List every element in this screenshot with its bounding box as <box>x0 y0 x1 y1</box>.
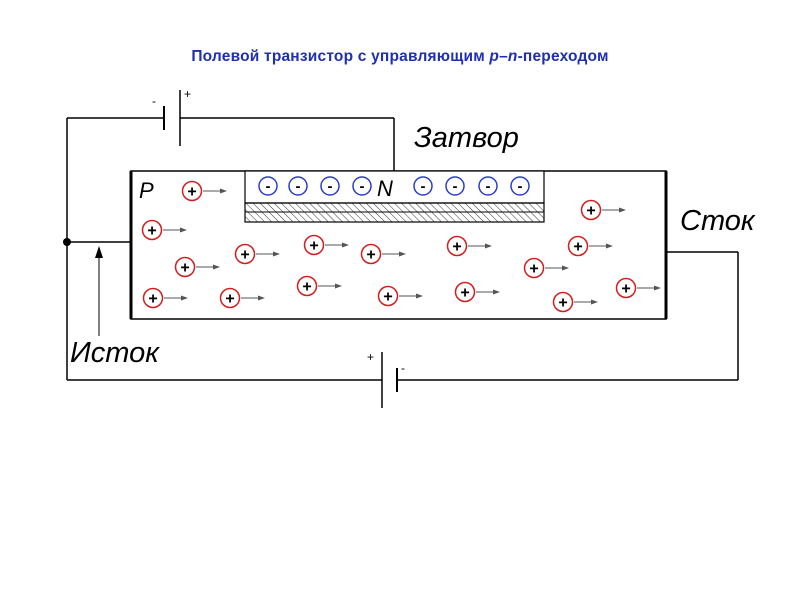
svg-text:+: + <box>366 247 375 264</box>
svg-text:+: + <box>147 223 156 240</box>
hole: + <box>523 257 569 279</box>
svg-text:-: - <box>266 178 271 195</box>
diagram-title: Полевой транзистор с управляющим p–n-пер… <box>191 48 609 65</box>
gate-circuit <box>66 117 395 380</box>
hole: + <box>219 287 265 309</box>
drain-label: Сток <box>680 205 756 237</box>
drain-circuit <box>67 251 739 381</box>
svg-text:+: + <box>240 247 249 264</box>
svg-text:-: - <box>296 178 301 195</box>
hole: + <box>454 281 500 303</box>
hole: + <box>234 243 280 265</box>
hole: + <box>615 277 661 299</box>
svg-text:-: - <box>360 178 365 195</box>
p-region-label: P <box>139 178 154 203</box>
hole: + <box>567 235 613 257</box>
gate-battery-minus-sign: - <box>152 94 156 108</box>
gate-battery: - + <box>152 87 191 146</box>
svg-text:-: - <box>328 178 333 195</box>
electron: - <box>510 176 530 196</box>
hole: + <box>181 180 227 202</box>
electron: - <box>352 176 372 196</box>
gate-label: Затвор <box>414 122 519 154</box>
svg-text:-: - <box>518 178 523 195</box>
svg-text:+: + <box>302 279 311 296</box>
hole: + <box>360 243 406 265</box>
hole: + <box>142 287 188 309</box>
n-region-label: N <box>377 176 393 201</box>
svg-text:+: + <box>309 238 318 255</box>
hole: + <box>377 285 423 307</box>
svg-text:+: + <box>529 261 538 278</box>
hole: + <box>174 256 220 278</box>
electron: - <box>445 176 465 196</box>
hole: + <box>296 275 342 297</box>
svg-text:-: - <box>486 178 491 195</box>
gate-battery-plus-sign: + <box>184 87 191 101</box>
svg-text:+: + <box>460 285 469 302</box>
svg-text:+: + <box>558 295 567 312</box>
svg-text:+: + <box>452 239 461 256</box>
source-pointer-arrow <box>95 246 103 336</box>
svg-text:-: - <box>453 178 458 195</box>
svg-text:+: + <box>180 260 189 277</box>
svg-text:+: + <box>383 289 392 306</box>
holes: + + + + + + + + + + + + + + + + + <box>141 180 661 313</box>
svg-text:+: + <box>187 184 196 201</box>
electron: - <box>478 176 498 196</box>
electron: - <box>413 176 433 196</box>
svg-text:+: + <box>148 291 157 308</box>
svg-text:-: - <box>421 178 426 195</box>
svg-text:+: + <box>586 203 595 220</box>
hole: + <box>141 219 187 241</box>
electron: - <box>320 176 340 196</box>
drain-battery-plus-sign: + <box>367 350 374 364</box>
drain-battery: + - <box>367 350 405 408</box>
electron: - <box>288 176 308 196</box>
hole: + <box>552 291 598 313</box>
electrons: - - - - - - - - <box>258 176 530 196</box>
svg-text:+: + <box>621 281 630 298</box>
svg-text:+: + <box>573 239 582 256</box>
drain-battery-minus-sign: - <box>401 361 405 375</box>
source-junction-dot <box>63 238 71 246</box>
hole: + <box>446 235 492 257</box>
source-label: Исток <box>70 337 160 369</box>
electron: - <box>258 176 278 196</box>
svg-text:+: + <box>225 291 234 308</box>
hole: + <box>580 199 626 221</box>
hole: + <box>303 234 349 256</box>
